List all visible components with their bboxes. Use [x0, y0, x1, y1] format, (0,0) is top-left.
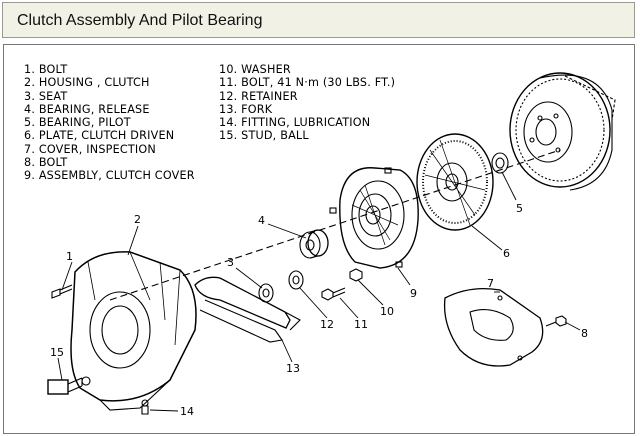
page-title: Clutch Assembly And Pilot Bearing [17, 12, 263, 29]
legend-item-3: 3. SEAT [24, 89, 68, 103]
legend-right: 10. WASHER 11. BOLT, 41 N·m (30 LBS. FT.… [219, 63, 395, 143]
bolt-8-illustration [545, 315, 567, 327]
inspection-cover-illustration [443, 287, 544, 367]
callout-7: 7 [487, 277, 494, 290]
callout-9: 9 [410, 287, 417, 300]
callout-2: 2 [134, 213, 141, 226]
clutch-driven-plate-illustration [416, 133, 494, 231]
callout-labels: 1 2 3 4 5 6 7 8 9 10 11 12 13 14 15 [50, 202, 588, 418]
legend-item-5: 5. BEARING, PILOT [24, 116, 131, 130]
flywheel-illustration [509, 72, 616, 191]
callout-8: 8 [581, 327, 588, 340]
callout-12: 12 [320, 318, 334, 331]
legend-item-6: 6. PLATE, CLUTCH DRIVEN [24, 129, 175, 143]
legend-item-8: 8. BOLT [24, 156, 68, 170]
bolt-11-illustration [321, 287, 346, 301]
clutch-cover-illustration [329, 167, 419, 269]
legend-item-13: 13. FORK [219, 102, 273, 116]
ball-stud-illustration [47, 376, 91, 395]
leader-lines [57, 171, 581, 412]
pilot-bearing-illustration [491, 152, 509, 174]
legend-left: 1. BOLT 2. HOUSING , CLUTCH 3. SEAT 4. B… [24, 63, 195, 183]
legend-item-1: 1. BOLT [24, 63, 68, 76]
callout-11: 11 [354, 318, 368, 331]
legend-item-10: 10. WASHER [219, 63, 291, 76]
lubrication-fitting-illustration [141, 399, 149, 415]
clutch-fork-illustration [194, 276, 301, 343]
callout-4: 4 [258, 214, 265, 227]
legend-item-11: 11. BOLT, 41 N·m (30 LBS. FT.) [219, 76, 396, 90]
callout-10: 10 [380, 305, 394, 318]
callout-13: 13 [286, 362, 300, 375]
legend-item-9: 9. ASSEMBLY, CLUTCH COVER [24, 169, 195, 183]
legend-item-4: 4. BEARING, RELEASE [24, 102, 150, 116]
callout-15: 15 [50, 346, 64, 359]
callout-14: 14 [180, 405, 194, 418]
retainer-illustration [288, 270, 304, 290]
callout-6: 6 [503, 247, 510, 260]
legend-item-14: 14. FITTING, LUBRICATION [219, 116, 371, 130]
bolt-1-illustration [51, 284, 73, 299]
legend-item-7: 7. COVER, INSPECTION [24, 142, 156, 156]
callout-3: 3 [227, 256, 234, 269]
clutch-housing-illustration [70, 251, 197, 411]
release-bearing-illustration [299, 229, 329, 259]
title-bar: Clutch Assembly And Pilot Bearing [2, 2, 635, 38]
legend-item-2: 2. HOUSING , CLUTCH [24, 76, 150, 90]
callout-5: 5 [516, 202, 523, 215]
legend-item-15: 15. STUD, BALL [219, 129, 309, 143]
washer-illustration [349, 268, 363, 282]
callout-1: 1 [66, 250, 73, 263]
legend-item-12: 12. RETAINER [219, 89, 298, 103]
